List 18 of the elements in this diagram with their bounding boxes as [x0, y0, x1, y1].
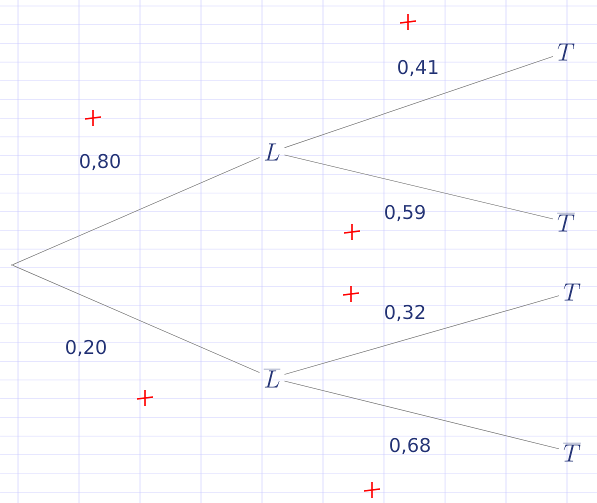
probability-label: 0,41 — [398, 60, 438, 76]
branch-line — [12, 265, 260, 373]
branch-line — [284, 154, 554, 220]
event-label: $\overline{L}$ — [264, 369, 280, 388]
branch-line — [284, 295, 560, 375]
probability-label: 0,32 — [385, 304, 424, 322]
branch-line — [284, 380, 560, 450]
event-label: $\overline{T}$ — [563, 443, 581, 462]
probability-label: 0,80 — [80, 154, 120, 170]
event-label: $\overline{T}$ — [557, 213, 575, 232]
probability-label: 0,68 — [390, 438, 430, 454]
branch-line — [284, 56, 554, 148]
probability-label: 0,59 — [385, 204, 425, 222]
probability-label: 0,20 — [66, 340, 106, 356]
event-label: $T$ — [564, 284, 580, 300]
event-label: $L$ — [264, 144, 280, 160]
event-label: $T$ — [558, 44, 574, 60]
branch-line — [12, 157, 260, 265]
